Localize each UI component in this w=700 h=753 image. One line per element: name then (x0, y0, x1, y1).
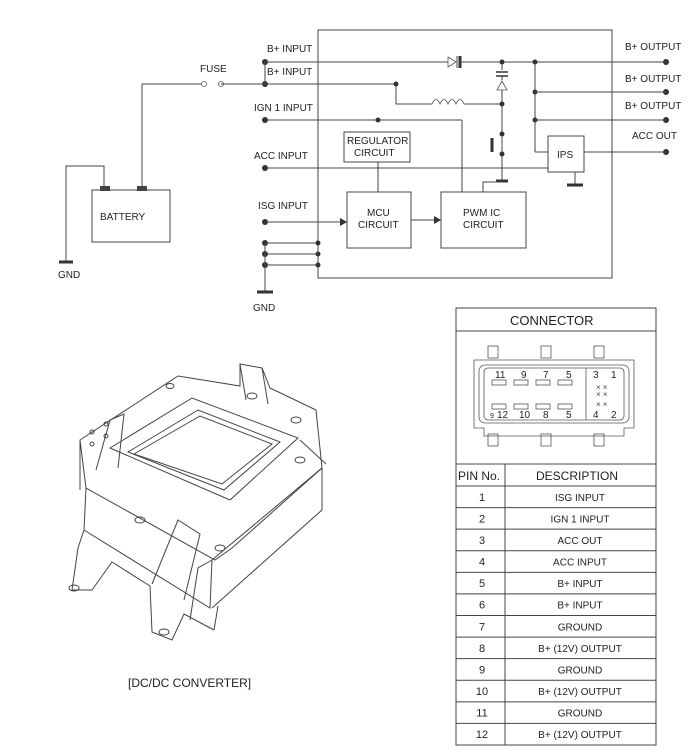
pwm-label-2: CIRCUIT (463, 220, 504, 231)
connector-panel: CONNECTOR × × × × × × 11 9 (455, 307, 657, 746)
pin-number-cell: 4 (479, 557, 485, 569)
pin-number-cell: 7 (479, 621, 485, 633)
pin-table: PIN No. DESCRIPTION 1 ISG INPUT 2 IGN 1 INP… (456, 463, 656, 745)
regulator-label-1: REGULATOR (347, 136, 408, 147)
isg-input-label: ISG INPUT (258, 201, 308, 212)
diode-icon (447, 56, 457, 68)
svg-text:× ×: × × (596, 390, 608, 399)
mcu-label-2: CIRCUIT (358, 220, 399, 231)
pin-label-top: 7 (543, 370, 549, 381)
battery-terminal-icon (100, 186, 110, 191)
pin-label-top: 11 (495, 370, 506, 381)
regulator-circuit-box (343, 131, 411, 163)
pin-description-cell: B+ INPUT (557, 579, 602, 590)
pin-number-cell: 1 (479, 492, 485, 504)
pin-label-bottom: 10 (519, 410, 531, 421)
fuse-label: FUSE (200, 64, 227, 75)
ips-box (547, 135, 585, 173)
mcu-label-1: MCU (367, 208, 390, 219)
pin-description-cell: B+ INPUT (557, 601, 602, 612)
pin-label-bottom: 2 (611, 410, 617, 421)
ign1-input-label: IGN 1 INPUT (254, 103, 313, 114)
pin-label-bottom: 5 (566, 410, 572, 421)
pin-label-bottom: 12 (497, 410, 509, 421)
schematic: B+ INPUT B+ INPUT IGN 1 INPUT ACC INPUT … (58, 29, 681, 314)
pin-description-cell: ISG INPUT (555, 493, 605, 504)
battery-box (91, 189, 171, 243)
pin-number-cell: 9 (479, 664, 485, 676)
pin-description-cell: B+ (12V) OUTPUT (538, 730, 622, 741)
pin-description-cell: GROUND (558, 665, 602, 676)
connector-panel-frame (455, 307, 657, 746)
pin-number-cell: 6 (479, 600, 485, 612)
pin-number-cell: 12 (476, 729, 488, 741)
device-caption: [DC/DC CONVERTER] (128, 676, 252, 690)
pin-description-cell: GROUND (558, 622, 602, 633)
svg-text:× ×: × × (596, 383, 608, 392)
connector-title: CONNECTOR (510, 313, 594, 328)
svg-text:× ×: × × (596, 400, 608, 409)
pin-number-cell: 3 (479, 535, 485, 547)
gnd-left-label: GND (58, 270, 80, 281)
pin-number-cell: 8 (479, 643, 485, 655)
acc-out-label: ACC OUT (632, 131, 677, 142)
pwm-label-1: PWM IC (463, 208, 500, 219)
pin-no-header: PIN No. (458, 469, 500, 483)
connector-icon: × × × × × × (473, 345, 635, 447)
b-plus-output-1-label: B+ OUTPUT (625, 42, 681, 53)
regulator-label-2: CIRCUIT (354, 148, 395, 159)
b-plus-output-3-label: B+ OUTPUT (625, 101, 681, 112)
pin-number-cell: 10 (476, 686, 488, 698)
inductor-icon (431, 99, 465, 105)
pin-label-top: 5 (566, 370, 572, 381)
gnd-bottom-label: GND (253, 303, 275, 314)
battery-label: BATTERY (100, 212, 146, 223)
description-header: DESCRIPTION (536, 469, 618, 483)
b-plus-input-1-label: B+ INPUT (267, 44, 312, 55)
pin-label-top: 9 (521, 370, 527, 381)
pin-description-cell: GROUND (558, 709, 602, 720)
pin-description-cell: B+ (12V) OUTPUT (538, 687, 622, 698)
pin-description-cell: ACC OUT (558, 536, 603, 547)
pin-number-cell: 11 (476, 708, 487, 720)
pin-description-cell: IGN 1 INPUT (551, 514, 610, 525)
pin-number-cell: 5 (479, 578, 485, 590)
b-plus-output-2-label: B+ OUTPUT (625, 74, 681, 85)
mcu-circuit-box (346, 191, 412, 249)
pin-label-top: 3 (593, 370, 599, 381)
fuse-icon (201, 81, 207, 87)
pwm-ic-circuit-box (440, 191, 527, 249)
b-plus-input-2-label: B+ INPUT (267, 67, 312, 78)
ips-label: IPS (557, 150, 573, 161)
pin-label-bottom: 9 (490, 413, 494, 420)
pin-label-bottom: 4 (593, 410, 599, 421)
pin-description-cell: ACC INPUT (553, 558, 607, 569)
dc-dc-converter-illustration (68, 363, 327, 641)
pin-description-cell: B+ (12V) OUTPUT (538, 644, 622, 655)
pin-label-bottom: 8 (543, 410, 549, 421)
acc-input-label: ACC INPUT (254, 151, 308, 162)
pin-number-cell: 2 (479, 513, 485, 525)
pin-label-top: 1 (611, 370, 617, 381)
